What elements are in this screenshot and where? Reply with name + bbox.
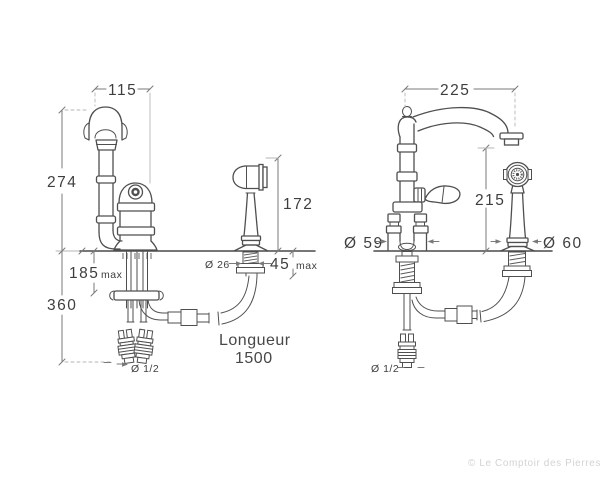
dim-supply-connection-left: Ø 1/2 — [131, 363, 159, 375]
dim-under-counter-length: 360 — [47, 297, 77, 314]
front-view: 225 215 Ø 59 Ø 60 Ø 1/2 — [344, 82, 583, 375]
dim-fastening-depth: 185 — [69, 265, 99, 282]
lever-handle — [424, 185, 461, 205]
supply-tail-front — [397, 333, 417, 368]
dim-fastening-depth-suffix: max — [101, 269, 123, 281]
faucet-front — [385, 106, 524, 252]
dim-spout-height: 215 — [475, 192, 505, 209]
dim-base-diameter: Ø 59 — [344, 235, 384, 252]
handle-hub — [131, 187, 140, 197]
side-view-dimensions: 115 274 172 185 max 360 Ø 26 — [47, 82, 318, 375]
hose-length-label: Longueur — [219, 332, 291, 349]
supply-tail-left — [117, 328, 138, 365]
thread-hatch — [243, 252, 258, 265]
dim-supply-connection-front: Ø 1/2 — [371, 363, 399, 375]
under-deck-assembly — [109, 251, 258, 365]
faucet-under-deck — [392, 251, 526, 368]
front-view-dimensions: 225 215 Ø 59 Ø 60 Ø 1/2 — [344, 82, 583, 375]
dim-deck-thickness-suffix: max — [296, 260, 318, 272]
dim-height-above-deck: 274 — [47, 174, 77, 191]
spray-face-center — [515, 172, 520, 177]
dim-handspray-height: 172 — [283, 196, 313, 213]
hose-length-value: 1500 — [235, 350, 273, 367]
dim-spout-reach: 225 — [440, 82, 470, 99]
spray-face-knurl — [512, 169, 523, 180]
dim-shank-diameter: Ø 26 — [205, 259, 230, 271]
side-view: 115 274 172 185 max 360 Ø 26 — [47, 82, 318, 375]
dim-deck-thickness: 45 — [270, 256, 290, 273]
supply-tail-right — [133, 328, 154, 365]
spout-profile — [83, 106, 128, 250]
lever-boss — [413, 187, 426, 203]
valve-body-profile — [113, 182, 158, 259]
handspray-front — [499, 161, 536, 277]
watermark: © Le Comptoir des Pierres — [468, 458, 600, 469]
deck-tick — [78, 247, 86, 255]
handspray-profile — [232, 163, 269, 277]
dim-handspray-base-diameter: Ø 60 — [543, 235, 583, 252]
dim-spout-offset: 115 — [108, 82, 137, 99]
